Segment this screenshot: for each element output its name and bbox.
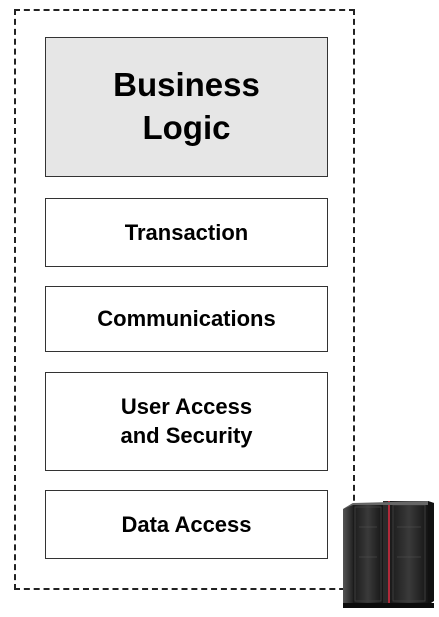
- communications-box: Communications: [45, 286, 328, 352]
- communications-label: Communications: [97, 306, 276, 331]
- data-access-box: Data Access: [45, 490, 328, 559]
- mainframe-server-icon: [341, 497, 436, 610]
- user-access-line-2: and Security: [120, 422, 253, 448]
- business-logic-line-1: Business: [113, 66, 260, 104]
- user-access-security-box: User Access and Security: [45, 372, 328, 471]
- user-access-line-1: User Access: [120, 393, 253, 419]
- transaction-label: Transaction: [124, 219, 249, 245]
- business-logic-line-2: Logic: [142, 109, 231, 146]
- business-logic-box: Business Logic: [45, 37, 328, 177]
- transaction-box: Transaction: [45, 198, 328, 267]
- data-access-label: Data Access: [121, 511, 252, 537]
- application-boundary: [14, 9, 355, 590]
